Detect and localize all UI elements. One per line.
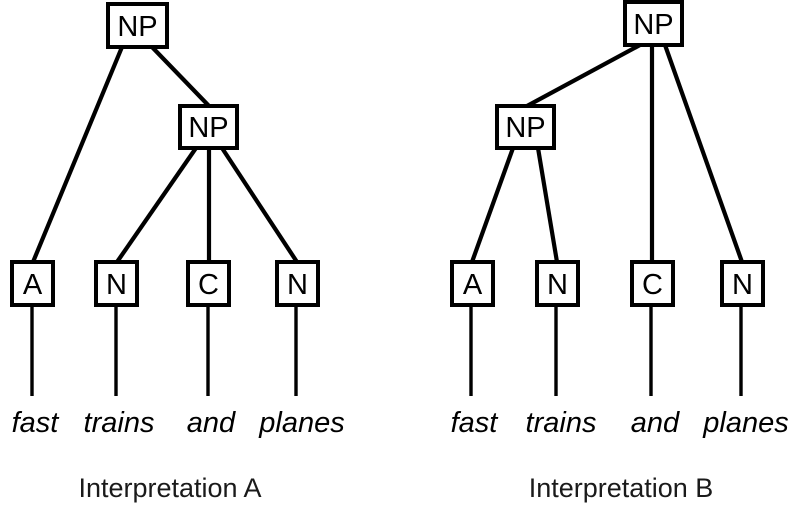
node-b-np-root[interactable]: NP: [623, 0, 684, 47]
node-b-pos-n2[interactable]: N: [720, 260, 765, 307]
node-box-a-np-root: [106, 2, 169, 49]
node-label-b-pos-n1: N: [547, 269, 568, 301]
node-box-a-pos-n2: [275, 260, 320, 307]
node-a-np-inner[interactable]: NP: [178, 104, 239, 150]
tree-edge-b-edge-np-a: [470, 147, 515, 263]
node-a-pos-n1[interactable]: N: [94, 260, 139, 307]
node-box-b-np-inner: [495, 104, 556, 150]
node-box-b-np-root: [623, 0, 684, 47]
tree-edge-b-edge-np-n1: [535, 147, 560, 263]
tree-edge-a-edge-root-np: [150, 45, 211, 108]
node-box-b-pos-n1: [535, 260, 580, 307]
tree-edge-a-edge-np-n2: [220, 146, 299, 264]
node-b-pos-a[interactable]: A: [450, 260, 495, 307]
word-a-word-and: and: [187, 407, 236, 439]
word-a-word-planes: planes: [258, 407, 344, 439]
node-box-a-pos-a: [10, 260, 55, 307]
node-a-np-root[interactable]: NP: [106, 2, 169, 49]
node-b-np-inner[interactable]: NP: [495, 104, 556, 150]
node-box-a-pos-n1: [94, 260, 139, 307]
tree-edge-b-edge-root-n2: [663, 44, 744, 263]
caption-interpretation-a: Interpretation A: [78, 473, 261, 503]
node-a-pos-a[interactable]: A: [10, 260, 55, 307]
word-b-word-planes: planes: [702, 407, 788, 439]
node-box-a-pos-c: [186, 260, 231, 307]
tree-edge-a-edge-root-a: [31, 46, 124, 263]
tree-edge-a-edge-np-n1: [115, 146, 198, 264]
node-b-pos-n1[interactable]: N: [535, 260, 580, 307]
node-b-pos-c[interactable]: C: [630, 260, 675, 307]
node-label-a-np-root: NP: [117, 11, 157, 43]
word-b-word-and: and: [631, 407, 680, 439]
node-box-b-pos-n2: [720, 260, 765, 307]
node-box-b-pos-c: [630, 260, 675, 307]
word-a-word-trains: trains: [84, 407, 155, 439]
node-box-b-pos-a: [450, 260, 495, 307]
node-label-a-pos-n1: N: [106, 269, 127, 301]
node-label-b-np-inner: NP: [505, 112, 545, 144]
word-a-word-fast: fast: [12, 407, 61, 439]
node-label-a-pos-n2: N: [287, 269, 308, 301]
node-label-a-pos-a: A: [23, 269, 43, 301]
caption-interpretation-b: Interpretation B: [529, 473, 714, 503]
node-label-b-pos-a: A: [463, 269, 483, 301]
node-label-b-np-root: NP: [633, 9, 673, 41]
node-label-a-np-inner: NP: [188, 112, 228, 144]
word-b-word-trains: trains: [526, 407, 597, 439]
tree-edge-b-edge-root-np: [526, 43, 641, 108]
word-b-word-fast: fast: [451, 407, 500, 439]
node-a-pos-c[interactable]: C: [186, 260, 231, 307]
node-label-b-pos-c: C: [642, 269, 663, 301]
node-box-a-np-inner: [178, 104, 239, 150]
node-a-pos-n2[interactable]: N: [275, 260, 320, 307]
node-label-b-pos-n2: N: [732, 269, 753, 301]
node-label-a-pos-c: C: [198, 269, 219, 301]
